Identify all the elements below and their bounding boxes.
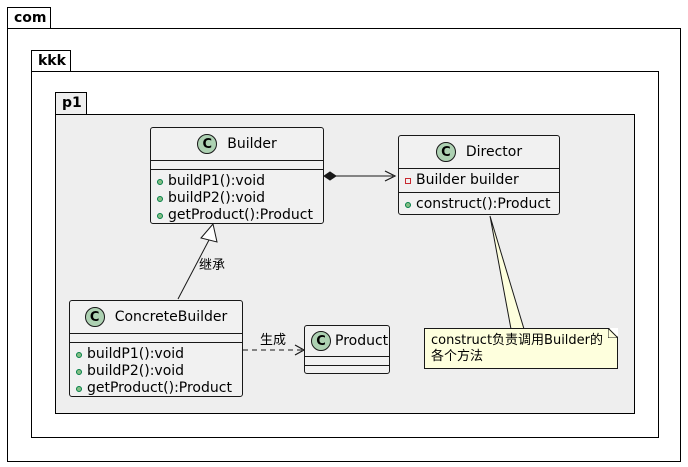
inheritance-line (177, 239, 210, 300)
method-name: buildP1():void (168, 173, 266, 189)
public-visibility-icon (405, 201, 411, 208)
public-visibility-icon (76, 351, 82, 358)
class-builder[interactable]: C Builder buildP1():void buildP2():void … (150, 127, 324, 224)
method-name: buildP2():void (168, 190, 266, 206)
class-builder-name: Builder (227, 136, 277, 152)
class-builder-header: C Builder (151, 128, 323, 160)
method-name: construct():Product (416, 196, 551, 212)
package-name-p1: p1 (62, 95, 82, 111)
class-director-name: Director (465, 144, 523, 160)
inheritance-label: 继承 (199, 258, 226, 273)
public-visibility-icon (76, 368, 82, 375)
method-name: buildP2():void (87, 363, 185, 379)
public-visibility-icon (157, 212, 163, 219)
package-tab-com: com (7, 7, 51, 29)
package-tab-p1: p1 (55, 92, 87, 115)
method-name: getProduct():Product (87, 380, 232, 396)
method-name: getProduct():Product (168, 207, 313, 223)
method-row: buildP1():void (157, 173, 323, 190)
note-connector (489, 215, 525, 330)
private-visibility-icon (405, 177, 411, 184)
class-concrete-builder-header: C ConcreteBuilder (70, 301, 242, 333)
class-product-header: C Product (305, 326, 389, 356)
public-visibility-icon (76, 385, 82, 392)
note-line-1: construct负责调用Builder的 (431, 333, 604, 348)
note-line-2: 各个方法 (431, 349, 484, 364)
class-icon: C (84, 307, 105, 327)
public-visibility-icon (157, 195, 163, 202)
class-builder-fields (151, 160, 323, 169)
inheritance-arrowhead (200, 222, 218, 243)
package-name-com: com (14, 10, 47, 26)
class-builder-methods: buildP1():void buildP2():void getProduct… (151, 169, 323, 227)
public-visibility-icon (157, 178, 163, 185)
method-row: getProduct():Product (157, 207, 323, 224)
package-name-kkk: kkk (38, 53, 66, 69)
class-concrete-builder-name: ConcreteBuilder (114, 309, 228, 325)
class-concrete-builder-fields (70, 333, 242, 342)
field-row: Builder builder (405, 172, 559, 189)
class-director-fields: Builder builder (399, 168, 559, 192)
method-row: buildP1():void (76, 346, 242, 363)
class-product-name: Product (335, 333, 389, 349)
class-icon: C (197, 134, 218, 154)
class-icon: C (311, 331, 331, 351)
method-row: construct():Product (405, 196, 559, 213)
method-row: buildP2():void (157, 190, 323, 207)
note-fold-icon (608, 328, 618, 338)
class-concrete-builder-methods: buildP1():void buildP2():void getProduct… (70, 342, 242, 400)
class-product[interactable]: C Product (304, 325, 390, 374)
class-product-fields (305, 356, 389, 365)
class-director[interactable]: C Director Builder builder construct():P… (398, 135, 560, 215)
package-tab-kkk: kkk (31, 50, 71, 72)
class-director-methods: construct():Product (399, 192, 559, 216)
class-director-header: C Director (399, 136, 559, 168)
field-name: Builder builder (416, 172, 519, 188)
note: construct负责调用Builder的 各个方法 (424, 328, 618, 369)
method-name: buildP1():void (87, 346, 185, 362)
class-concrete-builder[interactable]: C ConcreteBuilder buildP1():void buildP2… (69, 300, 243, 397)
composition-diamond (323, 171, 337, 181)
dependency-label: 生成 (260, 333, 287, 348)
method-row: getProduct():Product (76, 380, 242, 397)
composition-arrowhead (384, 170, 397, 182)
class-product-methods (305, 365, 389, 374)
method-row: buildP2():void (76, 363, 242, 380)
class-icon: C (435, 142, 456, 162)
